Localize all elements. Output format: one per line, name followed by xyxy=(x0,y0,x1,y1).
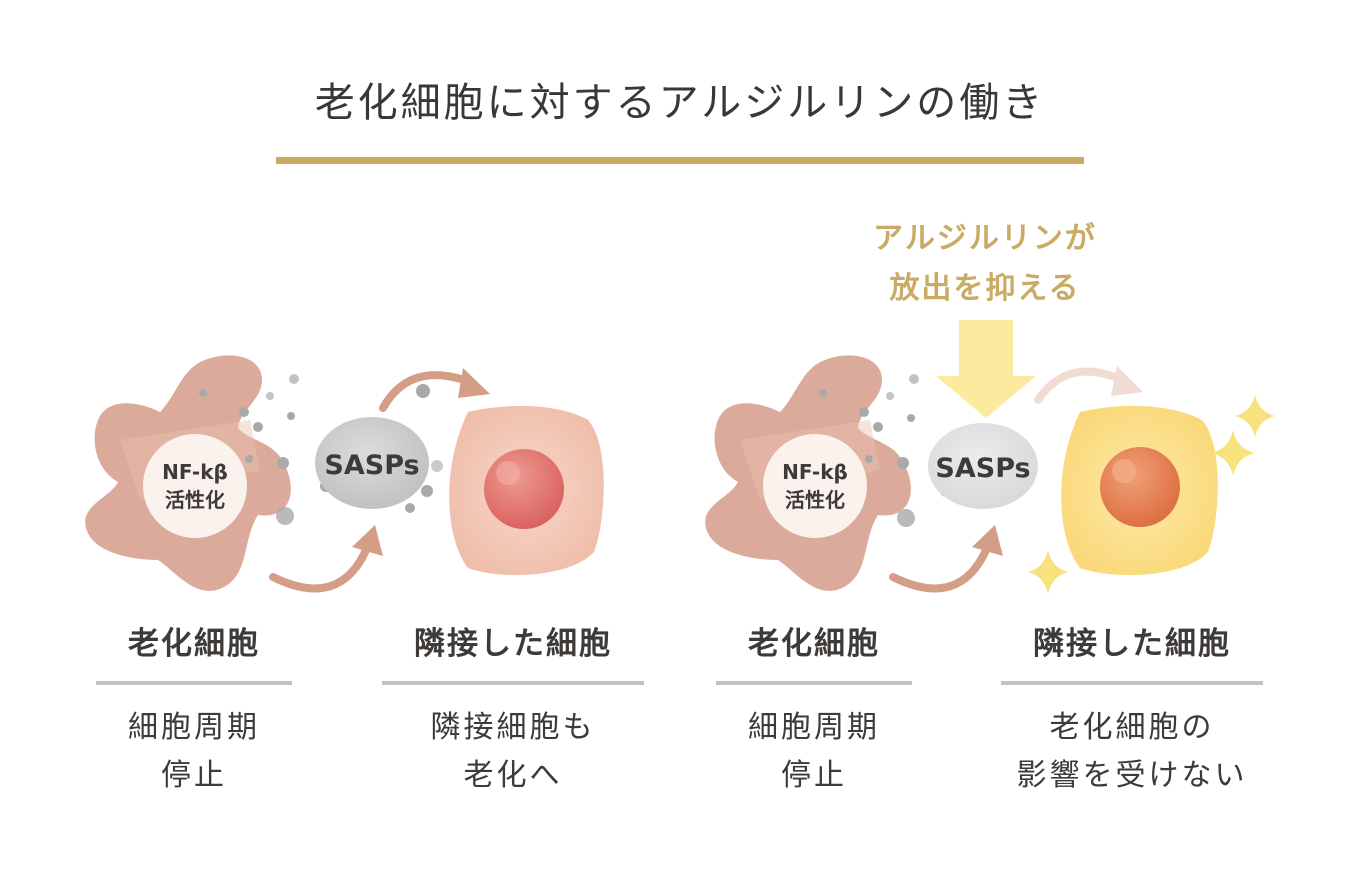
label-divider xyxy=(716,681,912,685)
callout-line-1: アルジルリンが xyxy=(873,221,1097,256)
desc-line-1: 細胞周期 xyxy=(748,710,880,745)
right-panel: NF-kβ 活性化 SASPs xyxy=(705,320,1275,594)
page-title: 老化細胞に対するアルジルリンの働き xyxy=(314,80,1046,126)
nfkb-nucleus xyxy=(143,434,247,538)
particles-left xyxy=(199,374,443,525)
desc-line-1: 老化細胞の xyxy=(1049,710,1215,745)
nfkb-label-2: NF-kβ xyxy=(782,460,848,484)
neighbor-cell-label-2: 隣接した細胞 xyxy=(1033,626,1231,662)
label-divider xyxy=(96,681,292,685)
neighbor-cell-label: 隣接した細胞 xyxy=(414,626,612,662)
desc-line-2: 停止 xyxy=(781,758,847,793)
sparkle-icon xyxy=(1028,550,1068,594)
nfkb-nucleus-2 xyxy=(763,434,867,538)
sasps-label: SASPs xyxy=(324,450,419,481)
desc-line-2: 老化へ xyxy=(463,758,563,793)
sparkle-icon xyxy=(1235,395,1275,437)
desc-line-2: 停止 xyxy=(161,758,227,793)
senescent-cell-label-2: 老化細胞 xyxy=(748,626,880,662)
sasps-bubble-2 xyxy=(928,423,1038,509)
label-divider xyxy=(1001,681,1263,685)
activation-label: 活性化 xyxy=(165,488,225,512)
protected-nucleus xyxy=(1100,447,1180,527)
senescent-cell-label: 老化細胞 xyxy=(128,626,260,662)
nfkb-label: NF-kβ xyxy=(162,460,228,484)
callout-line-2: 放出を抑える xyxy=(889,271,1081,306)
sasps-label-2: SASPs xyxy=(935,453,1030,484)
arglrilin-callout: アルジルリンが 放出を抑える xyxy=(830,214,1140,314)
desc-line-1: 隣接細胞も xyxy=(430,710,596,745)
sasps-bubble xyxy=(315,417,429,509)
curved-arrow-up-2 xyxy=(889,544,991,593)
curved-arrow-up xyxy=(269,544,371,593)
desc-line-2: 影響を受けない xyxy=(1016,758,1248,793)
senescent-cell-desc-2: 細胞周期 停止 xyxy=(716,704,912,800)
curved-arrow-right-faded xyxy=(1034,367,1126,404)
sparkle-icons xyxy=(1028,395,1275,594)
neighbor-cell-desc-2: 老化細胞の 影響を受けない xyxy=(1001,704,1263,800)
neighbor-cell-desc: 隣接細胞も 老化へ xyxy=(382,704,644,800)
left-panel: NF-kβ 活性化 SASPs xyxy=(85,355,604,593)
curved-arrow-right xyxy=(379,371,474,412)
inhibit-down-arrow xyxy=(936,320,1036,418)
affected-nucleus xyxy=(484,449,564,529)
senescent-cell-desc: 細胞周期 停止 xyxy=(96,704,292,800)
title-underline xyxy=(276,157,1084,164)
activation-label-2: 活性化 xyxy=(785,488,845,512)
desc-line-1: 細胞周期 xyxy=(128,710,260,745)
label-divider xyxy=(382,681,644,685)
sparkle-icon xyxy=(1211,430,1255,476)
